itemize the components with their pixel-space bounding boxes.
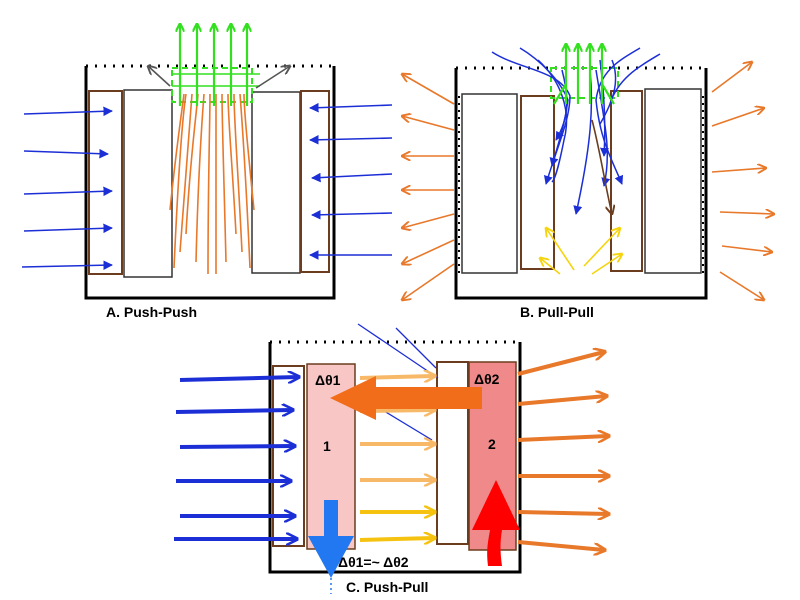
transfer-arrows-c <box>359 376 434 540</box>
red-arrow-icon <box>472 480 520 566</box>
block-1-label: 1 <box>323 438 331 454</box>
orange-arrow-icon <box>402 213 455 228</box>
plate-a-left-inner <box>123 89 173 278</box>
yellow-arrow-icon <box>359 538 434 540</box>
delta-theta-1-label: Δθ1 <box>315 372 341 388</box>
blue-arrow-icon <box>23 106 113 117</box>
gray-arrow-icon <box>255 66 290 89</box>
green-arrows-b <box>553 44 615 105</box>
green-arrows-a <box>172 24 260 106</box>
panel-push-pull: Δθ1 Δθ2 1 2 Δθ1=~ Δθ2 C. Push-Pull <box>174 323 608 595</box>
orange-arrow-icon <box>517 540 604 550</box>
orange-arrow-icon <box>402 116 455 131</box>
caption-push-pull: C. Push-Pull <box>346 579 428 595</box>
gray-arrow-icon <box>148 66 171 87</box>
orange-arrow-icon <box>517 436 608 440</box>
orange-arrow-icon <box>402 74 455 105</box>
blue-arrow-icon <box>23 223 113 234</box>
orange-arrow-icon <box>711 168 766 172</box>
orange-arrows-b-right <box>711 62 774 300</box>
caption-push-push: A. Push-Push <box>106 304 197 320</box>
enclosure-b <box>454 68 708 300</box>
equation-label: Δθ1=~ Δθ2 <box>338 554 409 570</box>
plate-a-right-outer <box>300 90 330 273</box>
blue-arrow-icon <box>311 172 393 183</box>
plate-b-left-inner <box>520 95 555 270</box>
yellow-arrow-icon <box>540 258 561 275</box>
block-2-label: 2 <box>488 436 496 452</box>
orange-arrow-icon <box>719 212 774 214</box>
blue-arrow-icon <box>23 148 109 159</box>
orange-arrow-icon <box>402 239 455 264</box>
yellow-arrow-icon <box>546 228 575 271</box>
plate-a-left-outer <box>88 90 123 275</box>
enclosure-a <box>84 66 336 300</box>
delta-theta-2-label: Δθ2 <box>474 371 500 387</box>
panel-pull-pull: B. Pull-Pull <box>402 44 774 320</box>
outlet-a <box>171 67 253 103</box>
outlet-b <box>550 67 619 99</box>
flow-lines-a <box>169 93 255 275</box>
blue-arrow-icon <box>309 134 393 145</box>
orange-arrows-b-left <box>402 74 455 300</box>
blue-diagonal-line <box>357 323 439 379</box>
orange-arrow-icon <box>517 352 604 376</box>
brown-flow-line <box>591 119 612 214</box>
yellow-arrow-icon <box>583 228 620 267</box>
orange-arrow-icon <box>721 245 772 252</box>
blue-arrow-icon <box>311 209 393 220</box>
plate-c-left-outer <box>272 365 305 547</box>
panel-push-push: A. Push-Push <box>21 24 393 320</box>
blue-arrow-icon <box>175 410 292 412</box>
plate-b-right-outer <box>644 88 702 274</box>
yellow-arrow-icon <box>591 254 622 275</box>
blue-arrow-icon <box>21 260 113 270</box>
orange-arrow-icon <box>517 396 606 406</box>
orange-arrow-icon <box>402 263 455 300</box>
blue-arrows-c <box>174 377 298 539</box>
orange-arrow-icon <box>711 108 764 127</box>
orange-arrow-icon <box>711 62 752 93</box>
blue-arrow-icon <box>23 186 113 197</box>
light-orange-arrow-icon <box>359 376 434 378</box>
plate-b-left-outer <box>461 93 518 274</box>
caption-pull-pull: B. Pull-Pull <box>520 304 594 320</box>
blue-arrow-icon <box>179 377 298 380</box>
blue-arrow-icon <box>179 446 294 447</box>
orange-arrows-c <box>517 352 608 550</box>
orange-transfer-arrow-icon <box>330 376 482 420</box>
blue-arrow-icon <box>309 102 393 113</box>
plate-a-right-inner <box>251 91 301 274</box>
orange-arrow-icon <box>719 271 764 300</box>
enclosure-c <box>268 342 522 574</box>
blue-down-arrow-icon <box>308 500 354 578</box>
plate-b-right-inner <box>610 90 643 272</box>
yellow-arrows-b <box>540 228 622 275</box>
orange-arrow-icon <box>517 512 608 514</box>
blue-diagonal-line <box>395 327 437 369</box>
